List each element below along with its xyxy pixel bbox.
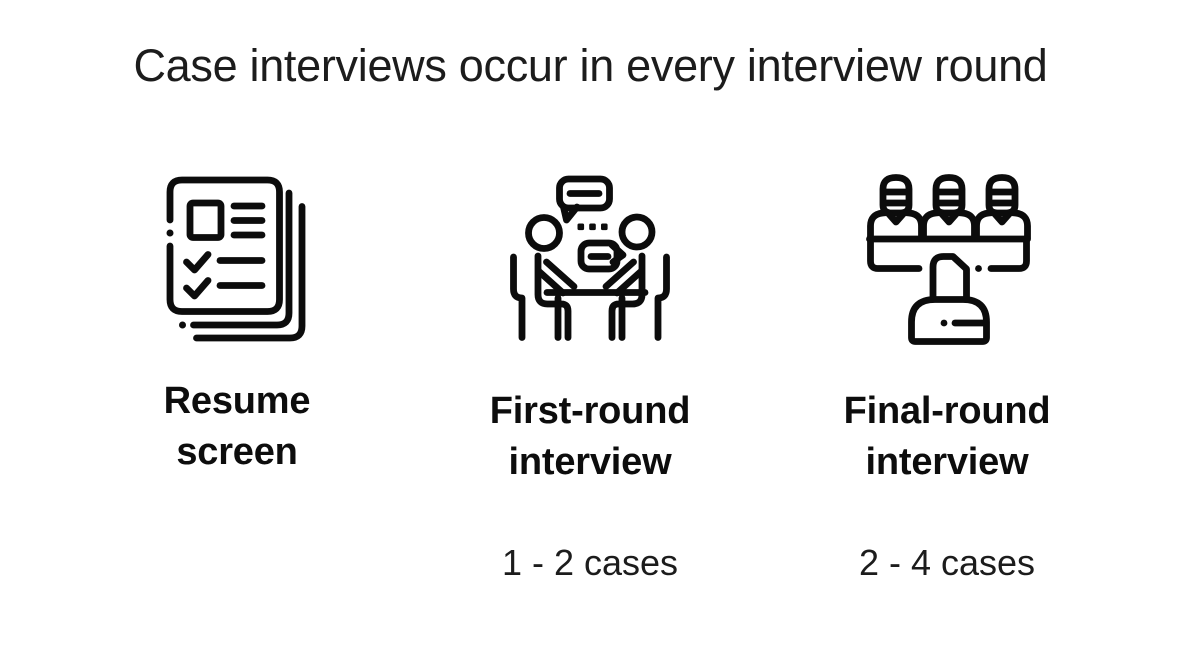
stage-label-first-round: First-round interview [460, 386, 720, 488]
resume-documents-stack-icon [162, 172, 312, 344]
cases-count-first-round: 1 - 2 cases [501, 542, 679, 583]
stage-label-line: First-round [489, 390, 691, 432]
stage-label-line: screen [176, 431, 298, 473]
interview-panel-candidate-icon [863, 168, 1031, 348]
stage-first-round-interview: First-round interview 1 - 2 cases [460, 0, 720, 660]
stage-label-line: Final-round [843, 390, 1051, 432]
stage-final-round-interview: Final-round interview 2 - 4 cases [817, 0, 1077, 660]
stage-label-final-round: Final-round interview [817, 386, 1077, 488]
stage-label-line: Resume [163, 380, 311, 422]
two-people-table-interview-icon [506, 165, 674, 345]
slide-title: Case interviews occur in every interview… [133, 40, 1048, 91]
stage-label-line: interview [508, 441, 672, 483]
cases-count-final-round: 2 - 4 cases [858, 542, 1036, 583]
stage-resume-screen: Resume screen [107, 0, 367, 660]
stage-label-line: interview [865, 441, 1029, 483]
stage-label-resume-screen: Resume screen [107, 376, 367, 478]
